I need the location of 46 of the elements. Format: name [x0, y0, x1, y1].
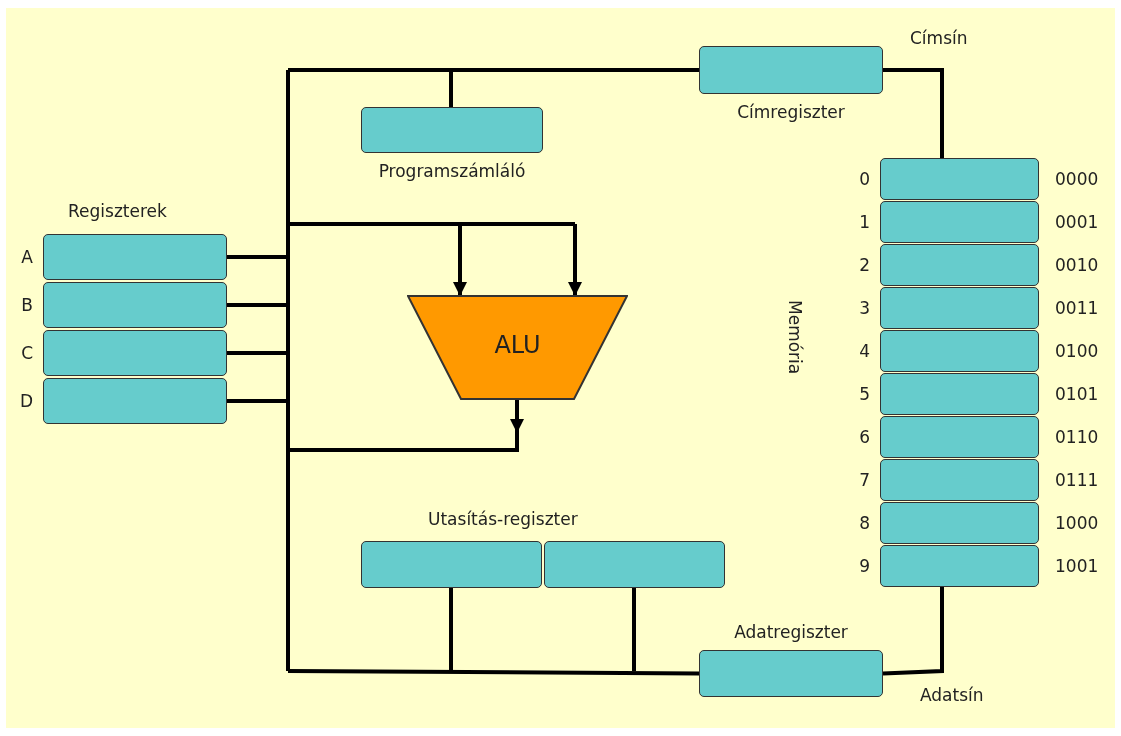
bus-line: [449, 588, 453, 671]
cell-index: 7: [859, 469, 870, 491]
arrow: [510, 400, 524, 433]
bus-line: [227, 399, 288, 403]
cell-index: 4: [859, 340, 870, 362]
cell-address: 0111: [1055, 469, 1099, 491]
cell-index: 0: [859, 168, 870, 190]
bus-line: [227, 255, 288, 259]
alu-label: ALU: [494, 331, 541, 360]
arrow: [453, 224, 467, 296]
cell-index: 5: [859, 383, 870, 405]
bus-line: [227, 303, 288, 307]
bus-label: Címsín: [910, 28, 968, 49]
bus-line: [632, 588, 636, 671]
group-label: Utasítás-regiszter: [428, 509, 578, 530]
register-label: Adatregiszter: [734, 621, 848, 642]
cell-index: 9: [859, 555, 870, 577]
arrow: [568, 224, 582, 296]
cell-index: 1: [859, 211, 870, 233]
cell-index: 3: [859, 297, 870, 319]
bus-line: [288, 68, 699, 72]
register-letter: D: [19, 390, 33, 412]
bus-line: [882, 587, 944, 676]
cell-address: 1001: [1055, 555, 1099, 577]
register-letter: A: [21, 246, 33, 268]
cell-address: 0001: [1055, 211, 1099, 233]
cell-index: 8: [859, 512, 870, 534]
bus-label: Adatsín: [920, 685, 984, 706]
cell-address: 0101: [1055, 383, 1099, 405]
cell-address: 0100: [1055, 340, 1099, 362]
bus-line: [883, 68, 944, 158]
register-letter: B: [21, 294, 33, 316]
register-label: Címregiszter: [737, 102, 845, 123]
cell-address: 0110: [1055, 426, 1099, 448]
register-letter: C: [21, 342, 33, 364]
bus-line: [227, 351, 288, 355]
bus-line: [288, 669, 699, 676]
cell-address: 1000: [1055, 512, 1099, 534]
group-label: Memória: [784, 300, 805, 375]
cell-address: 0011: [1055, 297, 1099, 319]
register-label: Programszámláló: [378, 161, 526, 182]
bus-line: [449, 70, 453, 107]
cell-address: 0010: [1055, 254, 1099, 276]
cell-index: 2: [859, 254, 870, 276]
cell-address: 0000: [1055, 168, 1099, 190]
cell-index: 6: [859, 426, 870, 448]
